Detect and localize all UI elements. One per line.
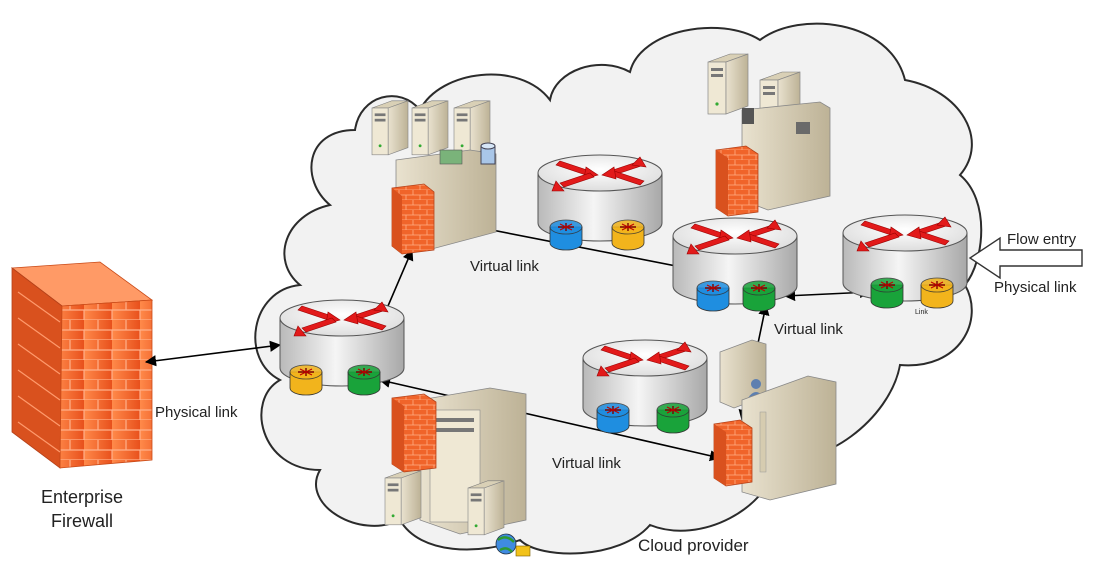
server-group-bottom-right bbox=[713, 339, 837, 501]
firewall-icon bbox=[713, 419, 753, 487]
folder-icon bbox=[515, 545, 531, 557]
server-group-top-left bbox=[371, 100, 497, 255]
enterprise-firewall-label-line1: Enterprise bbox=[41, 487, 123, 507]
flow-entry-arrow-icon bbox=[968, 236, 1083, 280]
globe-icon bbox=[495, 533, 517, 555]
cloud-provider-label: Cloud provider bbox=[638, 536, 749, 555]
virtual-link-label-bottom: Virtual link bbox=[552, 455, 621, 472]
physical-link-label-left: Physical link bbox=[155, 404, 238, 421]
switch-port-tiny-label: Link bbox=[915, 309, 928, 316]
firewall-icon bbox=[391, 183, 435, 255]
router-top-icon bbox=[537, 154, 663, 251]
router-bottom-icon bbox=[582, 339, 708, 434]
router-right-icon bbox=[842, 214, 968, 309]
router-left-icon bbox=[279, 299, 405, 396]
display-icon bbox=[439, 149, 463, 165]
enterprise-firewall-label-line2: Firewall bbox=[51, 511, 113, 531]
router-middle-icon bbox=[672, 217, 798, 312]
physical-link-label-right: Physical link bbox=[994, 279, 1077, 296]
firewall-icon bbox=[715, 145, 759, 217]
firewall-icon bbox=[391, 393, 437, 473]
database-icon bbox=[480, 142, 496, 165]
printer-icon bbox=[796, 122, 810, 134]
physical-link-enterprise bbox=[144, 340, 282, 367]
flow-entry-label: Flow entry bbox=[1007, 231, 1077, 248]
virtual-link-label-top: Virtual link bbox=[470, 258, 539, 275]
virtual-link-label-right: Virtual link bbox=[774, 321, 843, 338]
virtual-link-bottom bbox=[378, 376, 722, 462]
enterprise-firewall-icon bbox=[10, 261, 154, 469]
phone-icon bbox=[742, 108, 754, 124]
server-group-bottom bbox=[384, 387, 531, 557]
server-group-top-right bbox=[707, 53, 831, 217]
